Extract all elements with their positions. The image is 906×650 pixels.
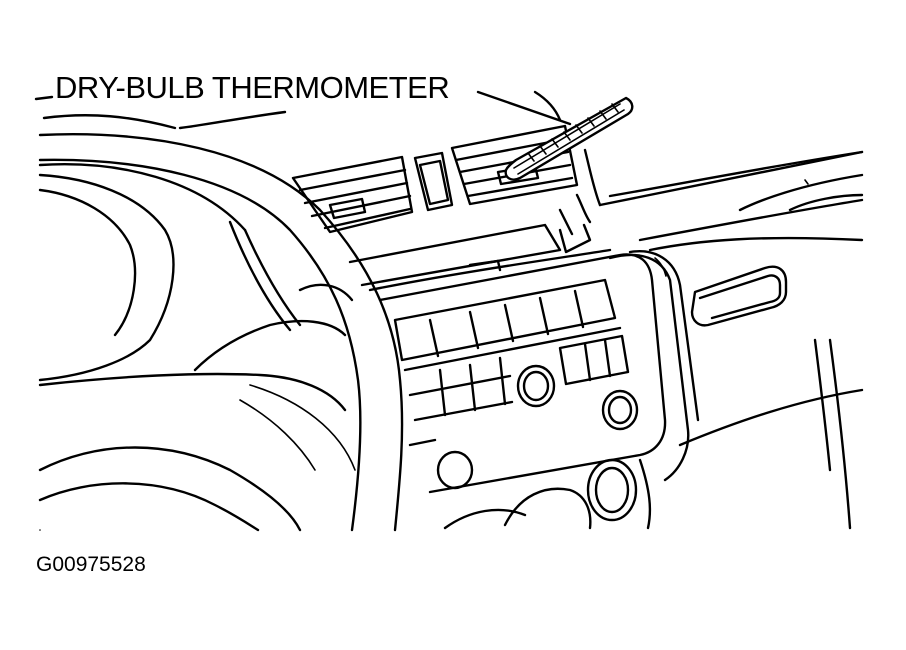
dashboard-top-edge <box>42 90 864 242</box>
steering-wheel <box>38 133 404 532</box>
center-air-vents <box>291 124 579 234</box>
callout-label: DRY-BULB THERMOMETER <box>55 70 450 105</box>
passenger-dash <box>608 193 864 530</box>
callout-leader-line <box>34 90 572 126</box>
climate-control-area <box>443 458 652 530</box>
audio-control-panel <box>378 253 667 494</box>
figure-id: G00975528 <box>36 553 146 576</box>
dry-bulb-thermometer <box>504 96 634 181</box>
center-stack-bezel <box>348 193 612 292</box>
